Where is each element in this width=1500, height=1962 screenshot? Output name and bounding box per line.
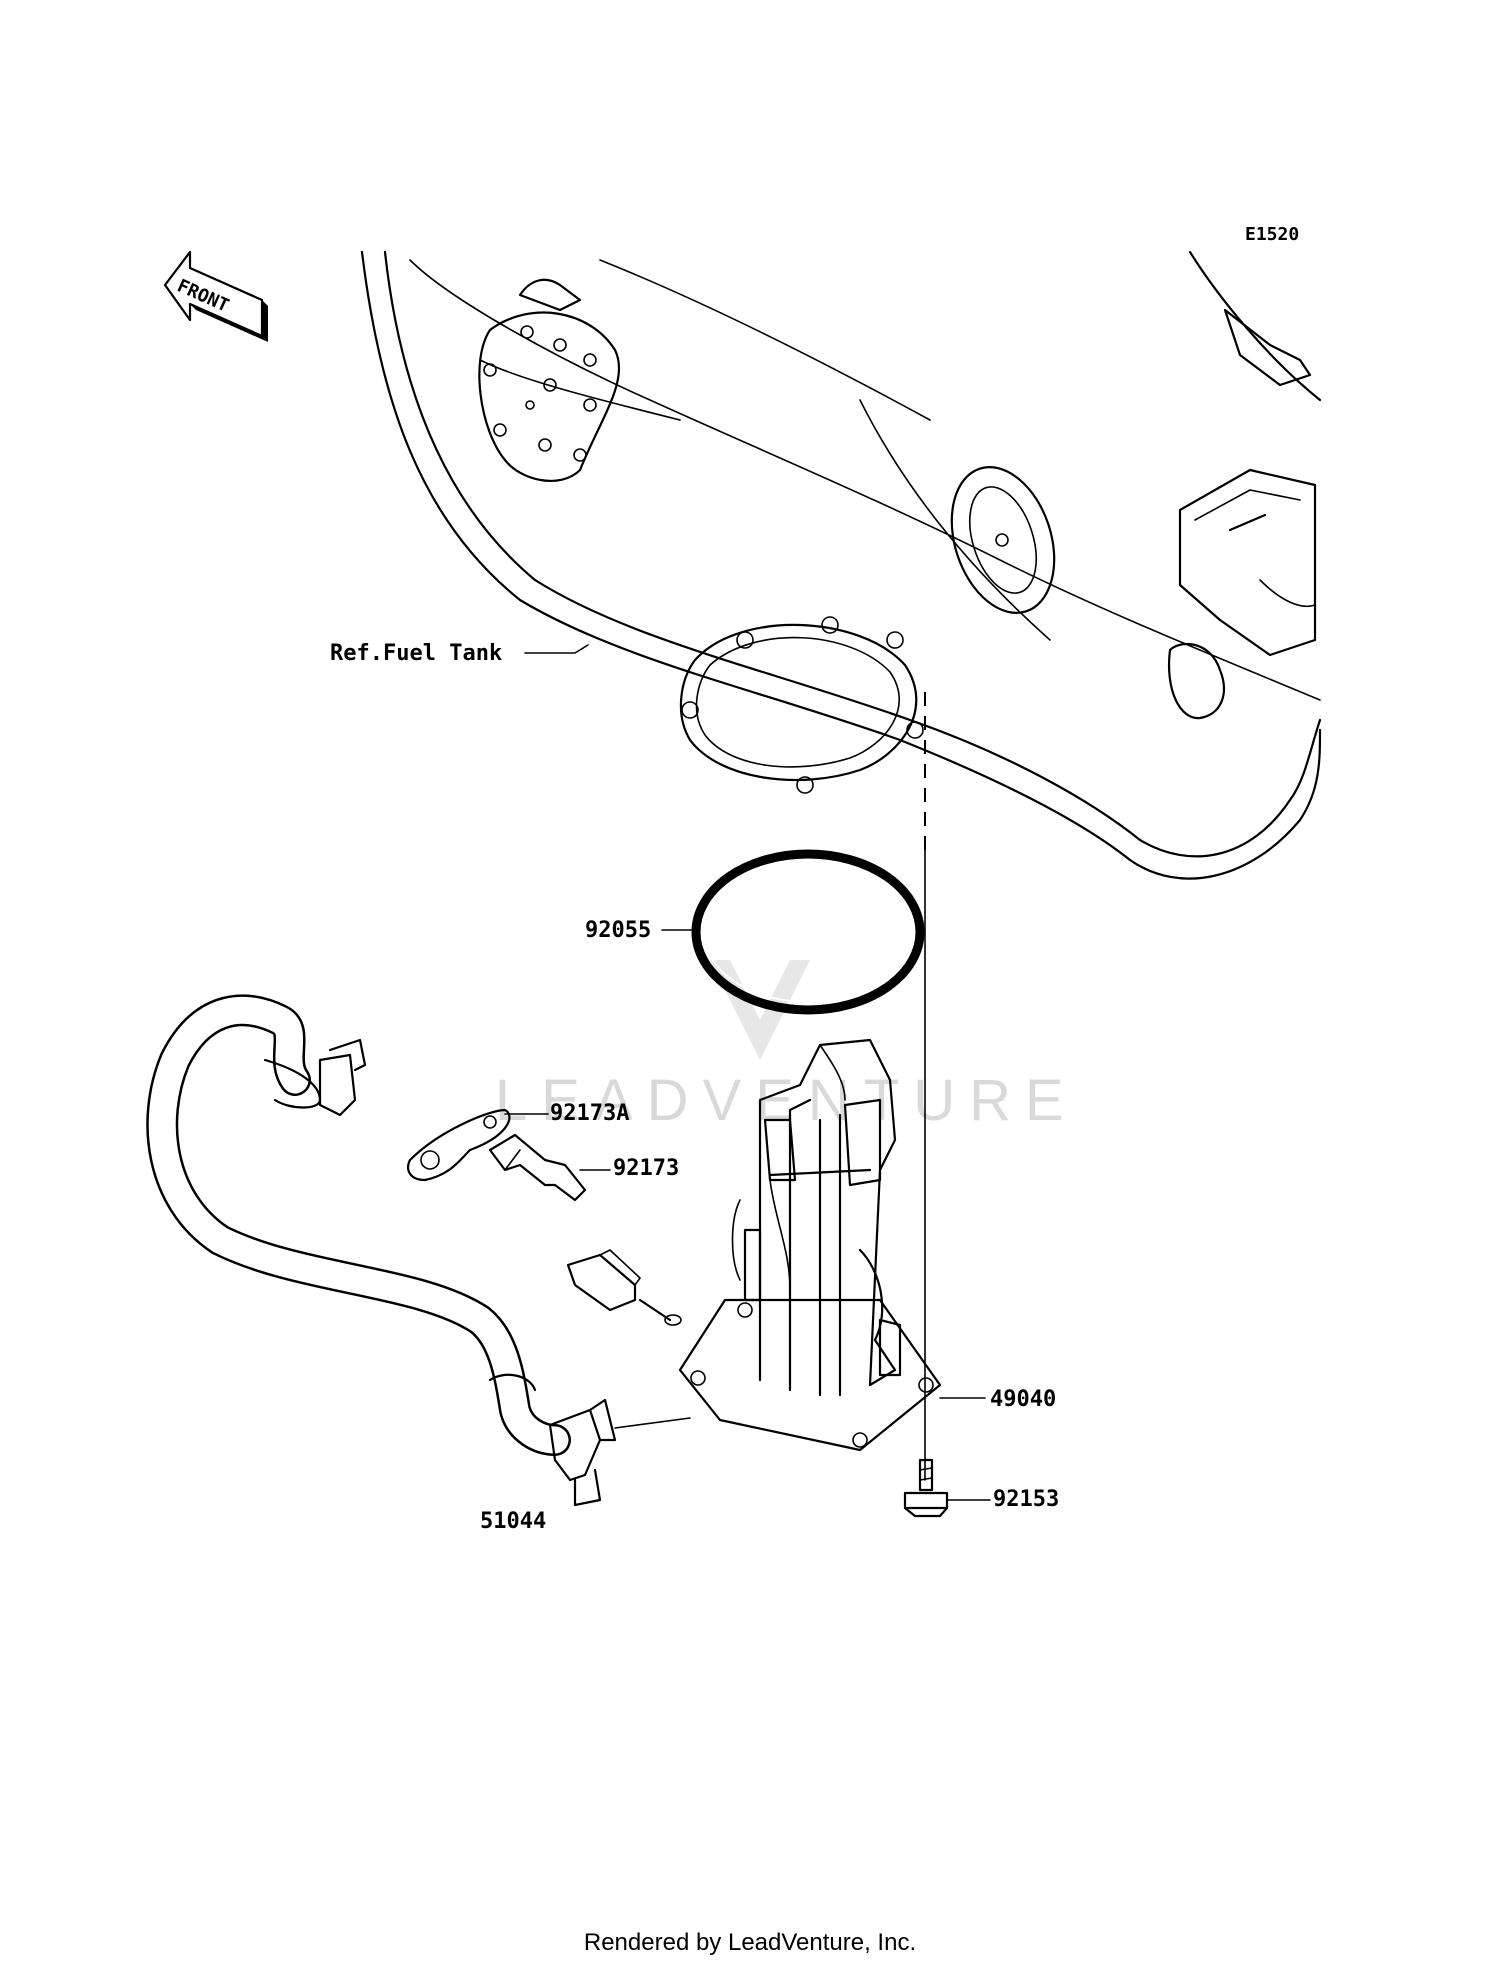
diagram-code: E1520: [1245, 224, 1299, 245]
fuel-hose-51044: [146, 994, 617, 1507]
part-label-49040: 49040: [990, 1387, 1056, 1412]
part-label-92055: 92055: [585, 918, 651, 943]
clamp-92173: [488, 1133, 587, 1202]
ref-fuel-tank-label: Ref.Fuel Tank: [330, 641, 502, 666]
watermark: LEADVENTURE: [495, 960, 1078, 1133]
fuel-tank: [360, 250, 1322, 880]
part-label-92153: 92153: [993, 1487, 1059, 1512]
part-label-51044: 51044: [480, 1509, 546, 1534]
footer-credit: Rendered by LeadVenture, Inc.: [584, 1929, 916, 1956]
gasket-92055: [691, 849, 925, 1015]
part-label-92173: 92173: [613, 1156, 679, 1181]
fuel-pump-assembly: [678, 1038, 942, 1452]
part-label-92173A: 92173A: [550, 1101, 629, 1126]
connector: [566, 1249, 682, 1326]
watermark-text: LEADVENTURE: [495, 1068, 1078, 1133]
plate-92173A: [407, 1108, 511, 1182]
front-arrow-icon: FRONT: [163, 250, 268, 342]
bolt-92153: [903, 1458, 949, 1518]
